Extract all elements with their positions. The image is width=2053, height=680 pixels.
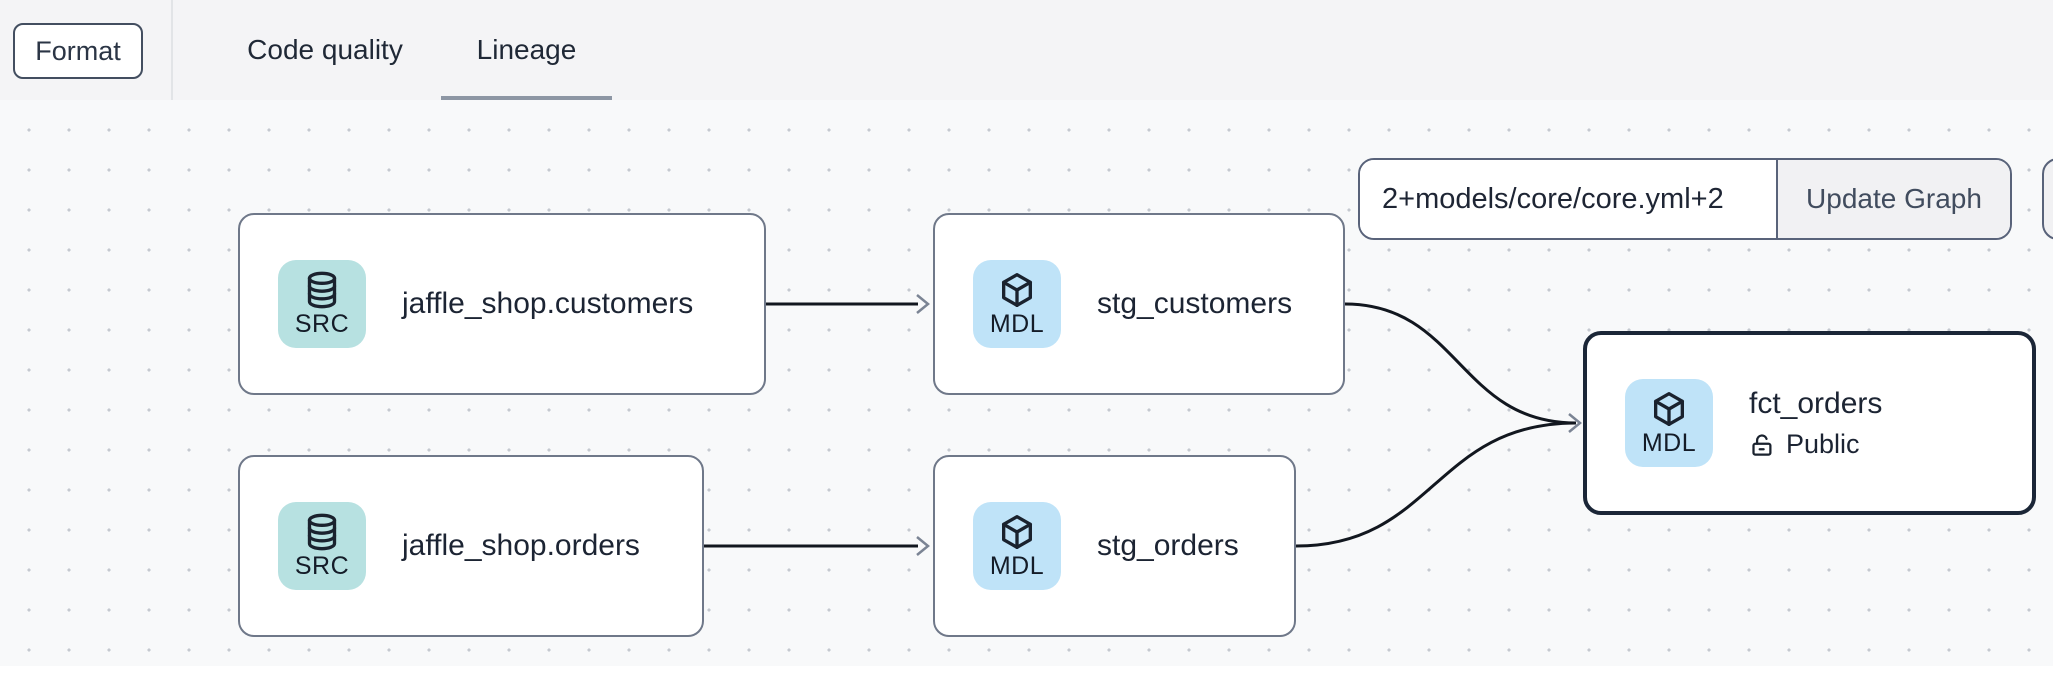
- cube-icon: [1002, 272, 1032, 307]
- selector-input[interactable]: [1360, 160, 1778, 238]
- tab-code-quality[interactable]: Code quality: [247, 34, 403, 65]
- node-stg-orders[interactable]: MDL stg_orders: [933, 455, 1296, 637]
- node-text-block: fct_orders Public: [1749, 387, 1882, 460]
- node-title: fct_orders: [1749, 386, 1883, 420]
- node-access-row: Public: [1749, 429, 1882, 460]
- node-jaffle-shop-orders[interactable]: SRC jaffle_shop.orders: [238, 455, 704, 637]
- access-label: Public: [1786, 428, 1860, 459]
- source-badge: SRC: [278, 260, 366, 348]
- format-button[interactable]: Format: [13, 23, 143, 79]
- header-divider: [171, 0, 173, 100]
- badge-type-label: MDL: [1641, 428, 1697, 457]
- badge-type-label: MDL: [989, 309, 1045, 338]
- source-badge: SRC: [278, 502, 366, 590]
- toolbar-extra-button[interactable]: [2042, 158, 2053, 240]
- edge-stgorders-to-fct: [1295, 421, 1577, 548]
- badge-type-label: SRC: [294, 309, 350, 338]
- database-icon: [307, 513, 337, 550]
- node-jaffle-shop-customers[interactable]: SRC jaffle_shop.customers: [238, 213, 766, 395]
- unlock-icon: [1752, 433, 1772, 456]
- update-graph-button[interactable]: Update Graph: [1778, 160, 2010, 238]
- model-badge: MDL: [1625, 379, 1713, 467]
- badge-type-label: SRC: [294, 551, 350, 580]
- cube-icon: [1002, 514, 1032, 549]
- cube-icon: [1654, 391, 1684, 426]
- graph-selector-toolbar: Update Graph: [1358, 158, 2012, 240]
- arrowhead-icon: [916, 536, 930, 556]
- edge-stgcustomers-to-fct: [1344, 302, 1577, 425]
- bottom-strip: [0, 666, 2053, 680]
- node-title: jaffle_shop.orders: [402, 529, 640, 562]
- arrowhead-icon: [916, 294, 930, 314]
- node-title: stg_orders: [1097, 529, 1239, 562]
- lineage-edges: [704, 294, 1582, 556]
- node-stg-customers[interactable]: MDL stg_customers: [933, 213, 1345, 395]
- top-toolbar: Format Code quality Lineage: [0, 0, 2053, 102]
- arrowhead-icon: [1568, 413, 1582, 433]
- lineage-canvas[interactable]: SRC jaffle_shop.customers MDL stg_custom…: [0, 100, 2053, 666]
- node-fct-orders[interactable]: MDL fct_orders Public: [1583, 331, 2036, 515]
- tab-lineage[interactable]: Lineage: [476, 34, 577, 65]
- badge-type-label: MDL: [989, 551, 1045, 580]
- model-badge: MDL: [973, 260, 1061, 348]
- node-title: jaffle_shop.customers: [402, 287, 694, 320]
- node-title: stg_customers: [1097, 287, 1293, 320]
- model-badge: MDL: [973, 502, 1061, 590]
- database-icon: [307, 271, 337, 308]
- active-tab-underline: [441, 96, 612, 102]
